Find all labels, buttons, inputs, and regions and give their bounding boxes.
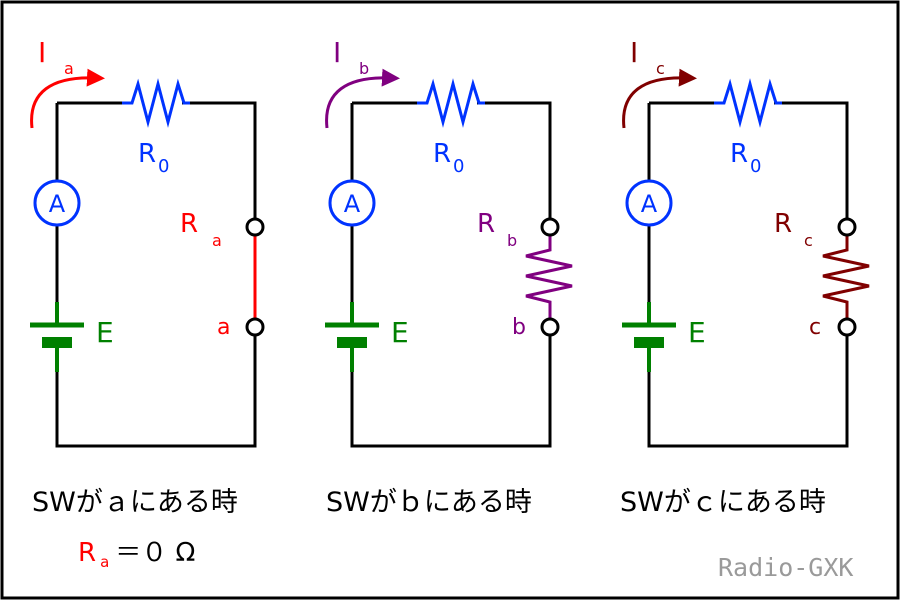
terminal-bottom-b <box>540 317 560 337</box>
caption-c: SWがｃにある時 <box>620 487 826 518</box>
circuit-a: I a R 0 A E R a a <box>30 36 265 448</box>
resistor-r0-c <box>714 78 782 128</box>
resistor-rc <box>822 236 870 318</box>
terminal-bottom-a <box>245 317 265 337</box>
wire-top-c <box>649 101 849 218</box>
r0-label-c: R <box>730 139 748 169</box>
ammeter-symbol-c: A <box>641 190 658 218</box>
terminal-top-a <box>245 217 265 237</box>
circuit-b: I b R 0 A E R b b <box>325 36 573 448</box>
rx-sub-b: b <box>507 231 517 250</box>
wire-left-c <box>647 103 849 448</box>
r0-sub-a: 0 <box>158 156 169 177</box>
battery-minus-plate-a <box>42 337 72 348</box>
wire-left-a <box>55 103 257 448</box>
ammeter-c <box>625 179 673 227</box>
wire-top-b <box>352 101 552 218</box>
rx-label-a: R <box>180 209 198 239</box>
wire-left-b <box>350 103 552 448</box>
caption-a: SWがａにある時 <box>32 487 238 518</box>
current-sub-c: c <box>656 59 665 78</box>
terminal-label-c: c <box>809 315 821 340</box>
rx-sub-a: a <box>212 231 222 250</box>
resistor-r0-a <box>122 78 190 128</box>
current-label-c: I <box>630 36 638 69</box>
battery-minus-plate-b <box>337 337 367 348</box>
current-sub-a: a <box>64 59 74 78</box>
current-label-a: I <box>38 36 46 69</box>
rx-label-c: R <box>774 209 792 239</box>
resistor-rb <box>525 236 573 318</box>
terminal-top-c <box>837 217 857 237</box>
current-arrow-a <box>30 68 105 129</box>
ammeter-symbol-a: A <box>49 190 66 218</box>
rx-label-b: R <box>477 209 495 239</box>
ammeter-symbol-b: A <box>344 190 361 218</box>
terminal-label-b: b <box>512 315 526 340</box>
terminal-label-a: a <box>217 315 230 340</box>
caption-b: SWがｂにある時 <box>326 487 532 518</box>
ammeter-b <box>328 179 376 227</box>
ra-zero-note-sub: a <box>100 553 110 571</box>
ammeter-a <box>33 179 81 227</box>
ra-zero-note-main: R <box>78 538 97 568</box>
r0-sub-c: 0 <box>750 156 761 177</box>
battery-label-b: E <box>391 316 409 349</box>
terminal-bottom-c <box>837 317 857 337</box>
battery-label-c: E <box>688 316 706 349</box>
battery-label-a: E <box>96 316 114 349</box>
rx-sub-c: c <box>804 231 813 250</box>
wire-top-a <box>57 101 257 218</box>
current-sub-b: b <box>359 59 369 78</box>
battery-minus-plate-c <box>634 337 664 348</box>
credit-text: Radio-GXK <box>718 553 854 582</box>
terminal-top-b <box>540 217 560 237</box>
ra-zero-note-rest: ＝０ Ω <box>115 538 196 568</box>
circuit-c: I c R 0 A E R c c <box>622 36 870 448</box>
r0-label-a: R <box>138 139 156 169</box>
current-arrow-b <box>325 68 400 129</box>
current-label-b: I <box>333 36 341 69</box>
r0-sub-b: 0 <box>453 156 464 177</box>
resistor-r0-b <box>417 78 485 128</box>
r0-label-b: R <box>433 139 451 169</box>
current-arrow-c <box>622 68 697 129</box>
